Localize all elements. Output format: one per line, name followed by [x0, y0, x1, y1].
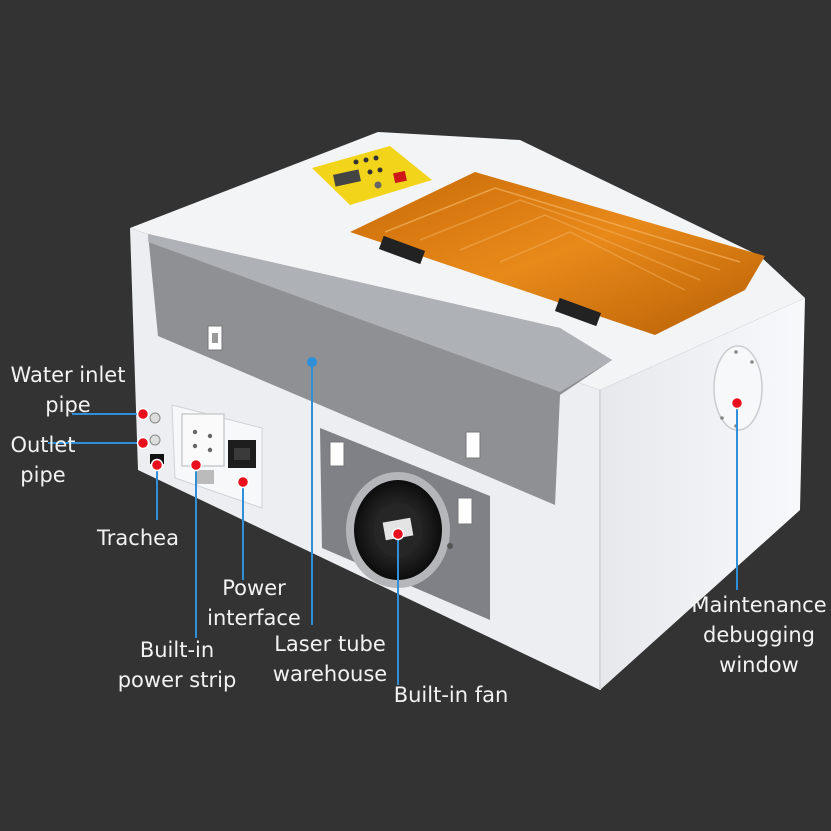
marker-water-inlet — [136, 407, 150, 421]
marker-built-in-fan — [391, 527, 405, 541]
label-maintenance-debugging-window: Maintenance debugging window — [691, 593, 827, 677]
control-panel — [312, 146, 432, 205]
label-outlet-pipe: Outlet pipe — [10, 433, 76, 487]
marker-trachea — [150, 458, 164, 472]
label-built-in-fan: Built-in fan — [393, 683, 509, 707]
orange-lid — [350, 172, 765, 335]
label-laser-tube-warehouse: Laser tube warehouse — [272, 632, 388, 686]
label-trachea: Trachea — [97, 526, 179, 550]
laser-tube-cover — [148, 234, 612, 505]
label-water-inlet-pipe: Water inlet pipe — [10, 363, 126, 417]
label-built-in-power-strip: Built-in power strip — [117, 638, 237, 692]
leader-lines — [48, 362, 738, 685]
marker-dots — [136, 396, 744, 541]
marker-power-strip — [189, 458, 203, 472]
marker-maintenance — [730, 396, 744, 410]
machine-body — [130, 132, 805, 690]
marker-power-interface — [236, 475, 250, 489]
label-power-interface: Power interface — [207, 576, 301, 630]
marker-outlet — [136, 436, 150, 450]
marker-laser-tube — [307, 357, 317, 367]
